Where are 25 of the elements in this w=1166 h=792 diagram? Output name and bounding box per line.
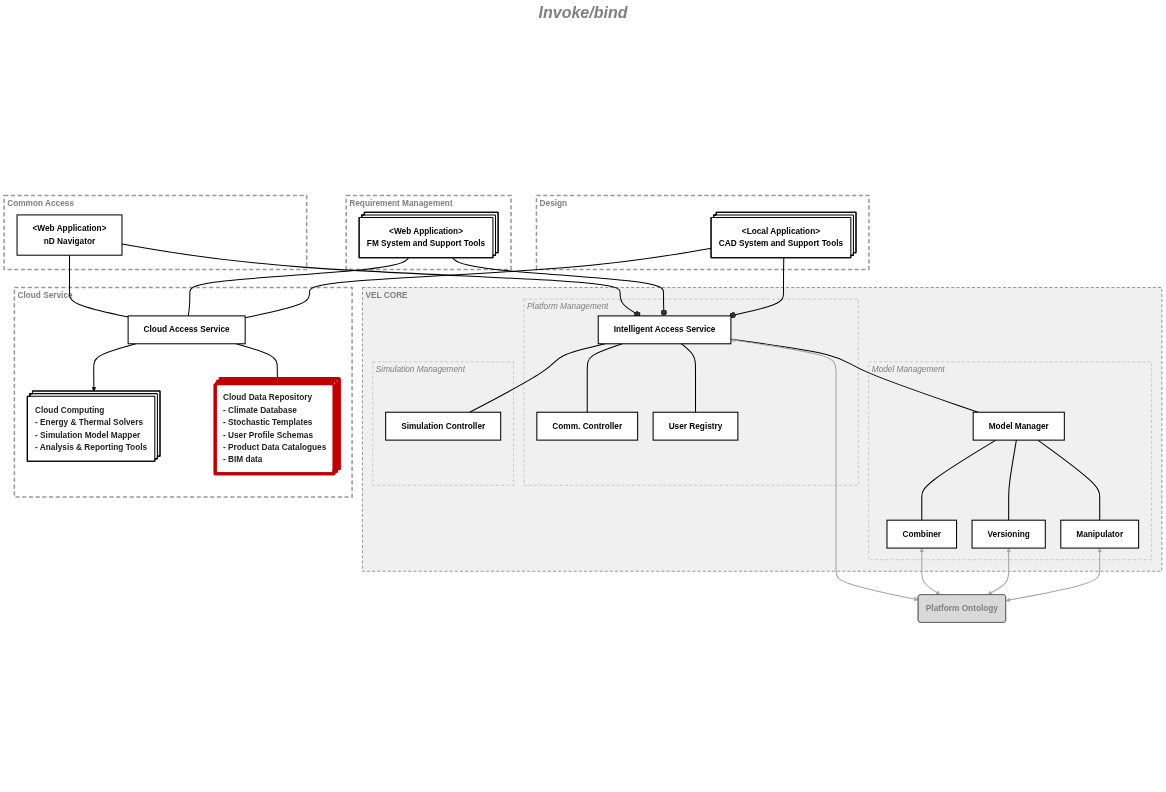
node-box: <Web Application> nD Navigator: [16, 214, 123, 256]
connector: [1037, 439, 1101, 521]
connector: [69, 254, 129, 318]
node-box: User Registry: [652, 411, 739, 441]
arrow: [1005, 548, 1102, 603]
connector: [680, 343, 696, 413]
node-box: Model Manager: [972, 411, 1065, 441]
arrow: [987, 548, 1011, 596]
bus-label: Invoke/bind: [538, 4, 628, 22]
node-box: Combiner: [886, 519, 958, 549]
connector: [1008, 439, 1017, 521]
connector: [728, 257, 785, 319]
connector: [187, 257, 409, 317]
node-box: Versioning: [971, 519, 1046, 549]
node-box: Comm. Controller: [536, 411, 639, 441]
node-box: Simulation Controller: [385, 411, 502, 441]
node-box: Cloud Access Service: [127, 315, 246, 345]
arrow: [919, 548, 941, 596]
node-box: Intelligent Access Service: [597, 315, 732, 345]
connector: [586, 343, 623, 413]
connector: [452, 257, 667, 317]
arrow: [730, 338, 919, 602]
connector: [244, 247, 712, 319]
node-box: Manipulator: [1060, 519, 1140, 549]
connector: [921, 439, 997, 521]
